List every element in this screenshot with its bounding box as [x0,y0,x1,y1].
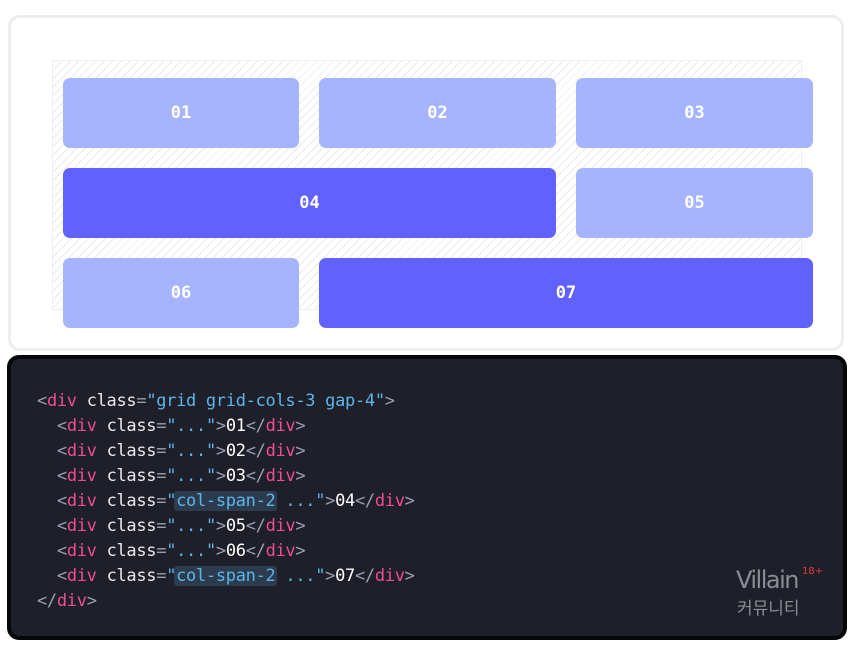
code-block[interactable]: <div class="grid grid-cols-3 gap-4"> <di… [7,355,847,640]
grid-item-02[interactable]: 02 [319,78,556,148]
grid-item-04[interactable]: 04 [63,168,556,238]
code-line-7: <div class="...">06</div> [56,541,306,561]
col-span-highlight: col-span-2 [174,566,278,586]
grid-item-01[interactable]: 01 [63,78,299,148]
watermark-logo: Villain 18+ 커뮤니티 [736,566,826,619]
preview-panel: 01 02 03 04 05 06 07 [8,15,844,351]
code-line-4: <div class="...">03</div> [56,466,306,486]
grid-item-03[interactable]: 03 [576,78,813,148]
code-line-6: <div class="...">05</div> [56,516,306,536]
code-line-3: <div class="...">02</div> [56,441,306,461]
code-line-8: <div class="col-span-2 ...">07</div> [56,566,415,586]
code-line-9: </div> [37,591,97,611]
grid-item-05[interactable]: 05 [576,168,813,238]
watermark-badge: 18+ [802,566,824,577]
code-line-1: <div class="grid grid-cols-3 gap-4"> [37,391,395,411]
code-line-2: <div class="...">01</div> [56,416,306,436]
grid-item-07[interactable]: 07 [319,258,813,328]
watermark-brand: Villain [736,566,799,594]
grid-item-06[interactable]: 06 [63,258,299,328]
code-line-5: <div class="col-span-2 ...">04</div> [56,491,415,511]
watermark-subtitle: 커뮤니티 [737,599,800,619]
col-span-highlight: col-span-2 [174,491,278,511]
grid-container: 01 02 03 04 05 06 07 [52,60,813,328]
